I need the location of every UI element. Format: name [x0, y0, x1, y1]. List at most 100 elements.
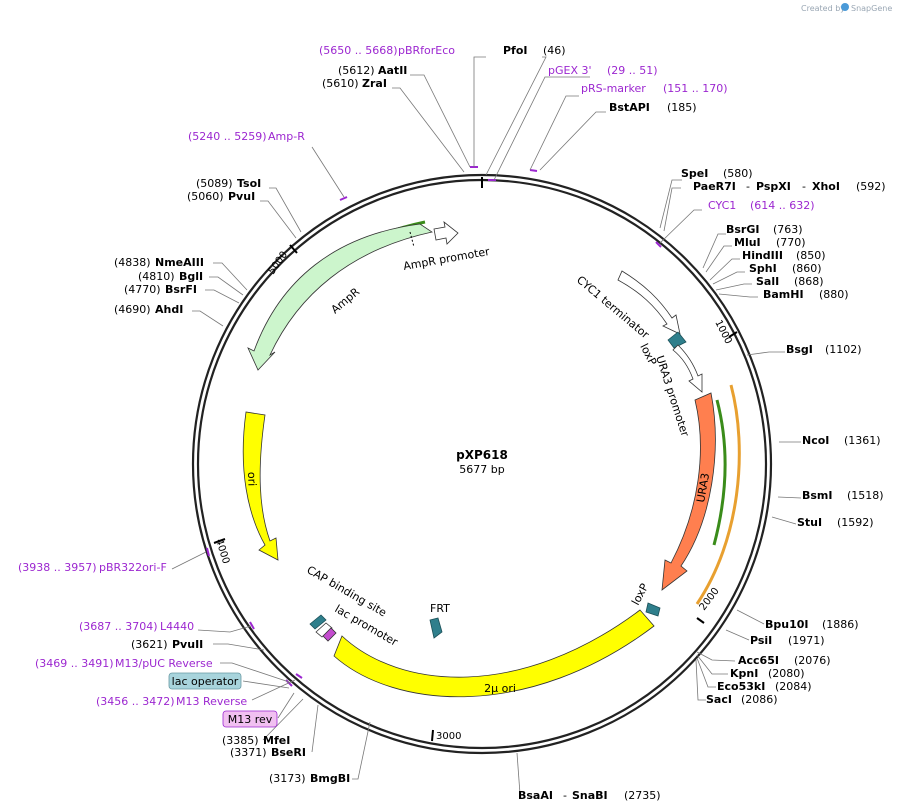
site-pbr322ori-name: pBR322ori-F — [99, 561, 167, 574]
tick-3000: 3000 — [436, 731, 461, 742]
site-hindiii-pos: (850) — [796, 249, 826, 262]
tick-5000: 5000 — [266, 250, 290, 277]
cyc1-terminator-feature[interactable] — [617, 270, 681, 335]
ampr-promoter-label: AmpR promoter — [402, 245, 491, 273]
site-bgli-pos: (4810) — [138, 270, 175, 283]
lac-operator-box[interactable] — [168, 672, 242, 690]
site-bsrfi-pos: (4770) — [124, 283, 161, 296]
frt-label: FRT — [430, 602, 450, 615]
ampr-feature[interactable] — [247, 223, 434, 371]
site-hindiii-name: HindIII — [742, 249, 783, 262]
site-ahdi-name: AhdI — [155, 303, 183, 316]
site-eco53ki-name: Eco53kI — [717, 680, 765, 693]
site-bstapi-name: BstAPI — [609, 101, 650, 114]
site-pgex3-name: pGEX 3' — [548, 64, 592, 77]
loxp-bottom-feature[interactable] — [645, 602, 661, 617]
frt-feature[interactable] — [429, 617, 443, 639]
loxp-top-feature[interactable] — [667, 331, 687, 349]
site-paer7i-name: PaeR7I — [693, 180, 736, 193]
site-psii-pos: (1971) — [788, 634, 825, 647]
tick-1000: 1000 — [712, 318, 733, 346]
site-paer7i-sep2: - — [802, 180, 806, 193]
site-zrai-name: ZraI — [362, 77, 387, 90]
two-micron-ori-feature[interactable] — [333, 609, 655, 698]
site-ampr-range: (5240 .. 5259) — [188, 130, 267, 143]
credit-prefix: Created by — [801, 4, 845, 13]
site-sali-name: SalI — [756, 275, 779, 288]
ura3-promoter-feature[interactable] — [672, 344, 703, 393]
site-bsrfi-name: BsrFI — [165, 283, 197, 296]
site-pbrforeco-name: pBRforEco — [398, 44, 455, 57]
site-sali-pos: (868) — [794, 275, 824, 288]
site-aatii-pos: (5612) — [338, 64, 375, 77]
ura3-feature[interactable] — [661, 392, 716, 591]
site-kpni-pos: (2080) — [768, 667, 805, 680]
ori-label: ori — [245, 472, 258, 487]
site-stui-pos: (1592) — [837, 516, 874, 529]
site-aatii-name: AatII — [378, 64, 407, 77]
credit-brand: SnapGene — [851, 4, 892, 13]
site-kpni-name: KpnI — [730, 667, 758, 680]
site-snabi-name: SnaBI — [572, 789, 608, 802]
site-bsgi-pos: (1102) — [825, 343, 862, 356]
site-spei-name: SpeI — [681, 167, 708, 180]
site-paer7i-pos: (592) — [856, 180, 886, 193]
site-bamhi-name: BamHI — [763, 288, 804, 301]
m13-feature[interactable] — [322, 627, 337, 642]
site-pvuii-name: PvuII — [172, 638, 203, 651]
ori-feature[interactable] — [242, 411, 279, 561]
site-bsgi-name: BsgI — [786, 343, 813, 356]
m13-rev-box[interactable] — [222, 710, 278, 728]
ura3-label: URA3 — [694, 472, 712, 504]
plasmid-name: pXP618 — [456, 448, 508, 462]
site-pbrforeco-range: (5650 .. 5668) — [319, 44, 398, 57]
site-tsoi-name: TsoI — [237, 177, 261, 190]
site-m13rev-range: (3456 .. 3472) — [96, 695, 175, 708]
site-ahdi-pos: (4690) — [114, 303, 151, 316]
site-pfoi-pos: (46) — [543, 44, 566, 57]
site-mfei-pos: (3385) — [222, 734, 259, 747]
site-bamhi-pos: (880) — [819, 288, 849, 301]
site-acc65i-pos: (2076) — [794, 654, 831, 667]
site-pbr322ori-range: (3938 .. 3957) — [18, 561, 97, 574]
site-acc65i-name: Acc65I — [738, 654, 779, 667]
site-ampr-name: Amp-R — [268, 130, 305, 143]
site-cyc1-name: CYC1 — [708, 199, 736, 212]
site-saci-name: SacI — [706, 693, 732, 706]
lac-promoter-feature[interactable] — [315, 622, 333, 638]
site-m13puc-name: M13/pUC Reverse — [115, 657, 213, 670]
site-m13puc-range: (3469 .. 3491) — [35, 657, 114, 670]
site-l4440-range: (3687 .. 3704) — [79, 620, 158, 633]
ring-ticks — [213, 177, 738, 742]
site-nmeaiii-name: NmeAIII — [155, 256, 204, 269]
cap-binding-site-feature[interactable] — [309, 614, 327, 630]
primer-marks — [206, 166, 662, 687]
site-tsoi-pos: (5089) — [196, 177, 233, 190]
site-bseri-pos: (3371) — [230, 746, 267, 759]
site-saci-pos: (2086) — [741, 693, 778, 706]
ampr-promoter-feature[interactable] — [433, 221, 459, 245]
site-pvuii-pos: (3621) — [131, 638, 168, 651]
site-xhoi-name: XhoI — [812, 180, 840, 193]
site-bmgbi-pos: (3173) — [269, 772, 306, 785]
site-bgli-name: BglI — [179, 270, 203, 283]
site-ncoi-name: NcoI — [802, 434, 829, 447]
site-mlui-pos: (770) — [776, 236, 806, 249]
ampr-label: AmpR — [329, 285, 363, 316]
site-mlui-name: MluI — [734, 236, 761, 249]
site-pvui-name: PvuI — [228, 190, 255, 203]
leader-lines — [171, 56, 802, 795]
site-nmeaiii-pos: (4838) — [114, 256, 151, 269]
plasmid-length: 5677 bp — [459, 463, 504, 476]
site-bstapi-pos: (185) — [667, 101, 697, 114]
ampr-green-line — [256, 220, 426, 356]
site-bsaai-pos: (2735) — [624, 789, 661, 802]
site-sphi-name: SphI — [749, 262, 777, 275]
site-l4440-name: L4440 — [160, 620, 194, 633]
site-psii-name: PsiI — [750, 634, 772, 647]
site-bsaai-name: BsaAI — [518, 789, 553, 802]
site-m13rev-name: M13 Reverse — [176, 695, 247, 708]
site-prsmarker-name: pRS-marker — [581, 82, 646, 95]
site-bpu10i-name: Bpu10I — [765, 618, 809, 631]
site-pgex3-range: (29 .. 51) — [607, 64, 658, 77]
